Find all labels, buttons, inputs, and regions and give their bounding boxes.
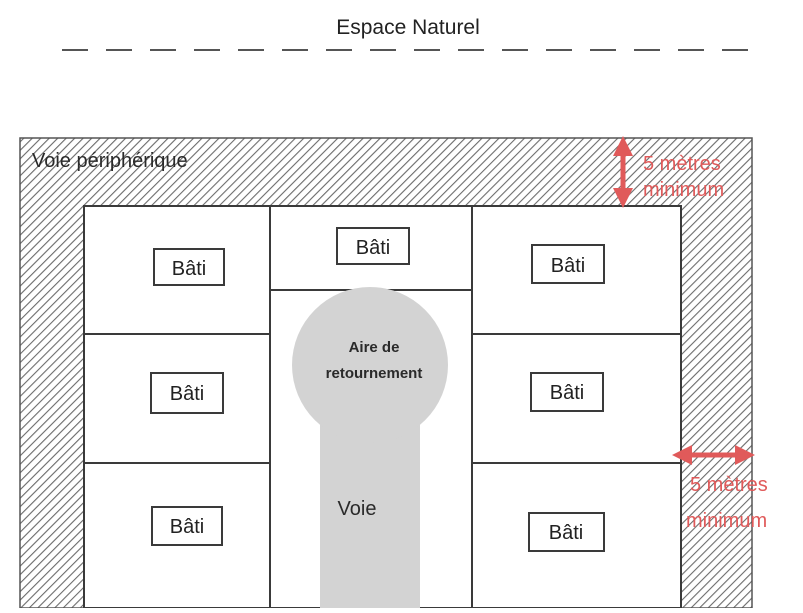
building-right-middle: Bâti bbox=[530, 372, 604, 412]
turnaround-label-line2: retournement bbox=[326, 365, 423, 382]
building-label: Bâti bbox=[356, 237, 390, 259]
turnaround-area bbox=[292, 287, 448, 443]
building-right-bottom: Bâti bbox=[528, 512, 605, 552]
horizontal-annotation-line1: 5 mètres bbox=[690, 474, 768, 496]
building-label: Bâti bbox=[550, 382, 584, 404]
diagram-title: Espace Naturel bbox=[336, 16, 480, 39]
turnaround-label-line1: Aire de bbox=[349, 339, 400, 356]
building-right-top: Bâti bbox=[531, 244, 605, 284]
building-center-top: Bâti bbox=[336, 227, 410, 265]
road-label: Voie bbox=[338, 498, 377, 520]
building-label: Bâti bbox=[170, 383, 204, 405]
building-left-top: Bâti bbox=[153, 248, 225, 286]
building-left-middle: Bâti bbox=[150, 372, 224, 414]
building-label: Bâti bbox=[551, 255, 585, 277]
building-label: Bâti bbox=[170, 516, 204, 538]
vertical-annotation-line2: minimum bbox=[643, 179, 724, 201]
horizontal-annotation-line2: minimum bbox=[686, 510, 767, 532]
ring-road-label: Voie périphérique bbox=[32, 150, 188, 172]
vertical-annotation-line1: 5 mètres bbox=[643, 153, 721, 175]
building-left-bottom: Bâti bbox=[151, 506, 223, 546]
building-label: Bâti bbox=[549, 522, 583, 544]
building-label: Bâti bbox=[172, 258, 206, 280]
